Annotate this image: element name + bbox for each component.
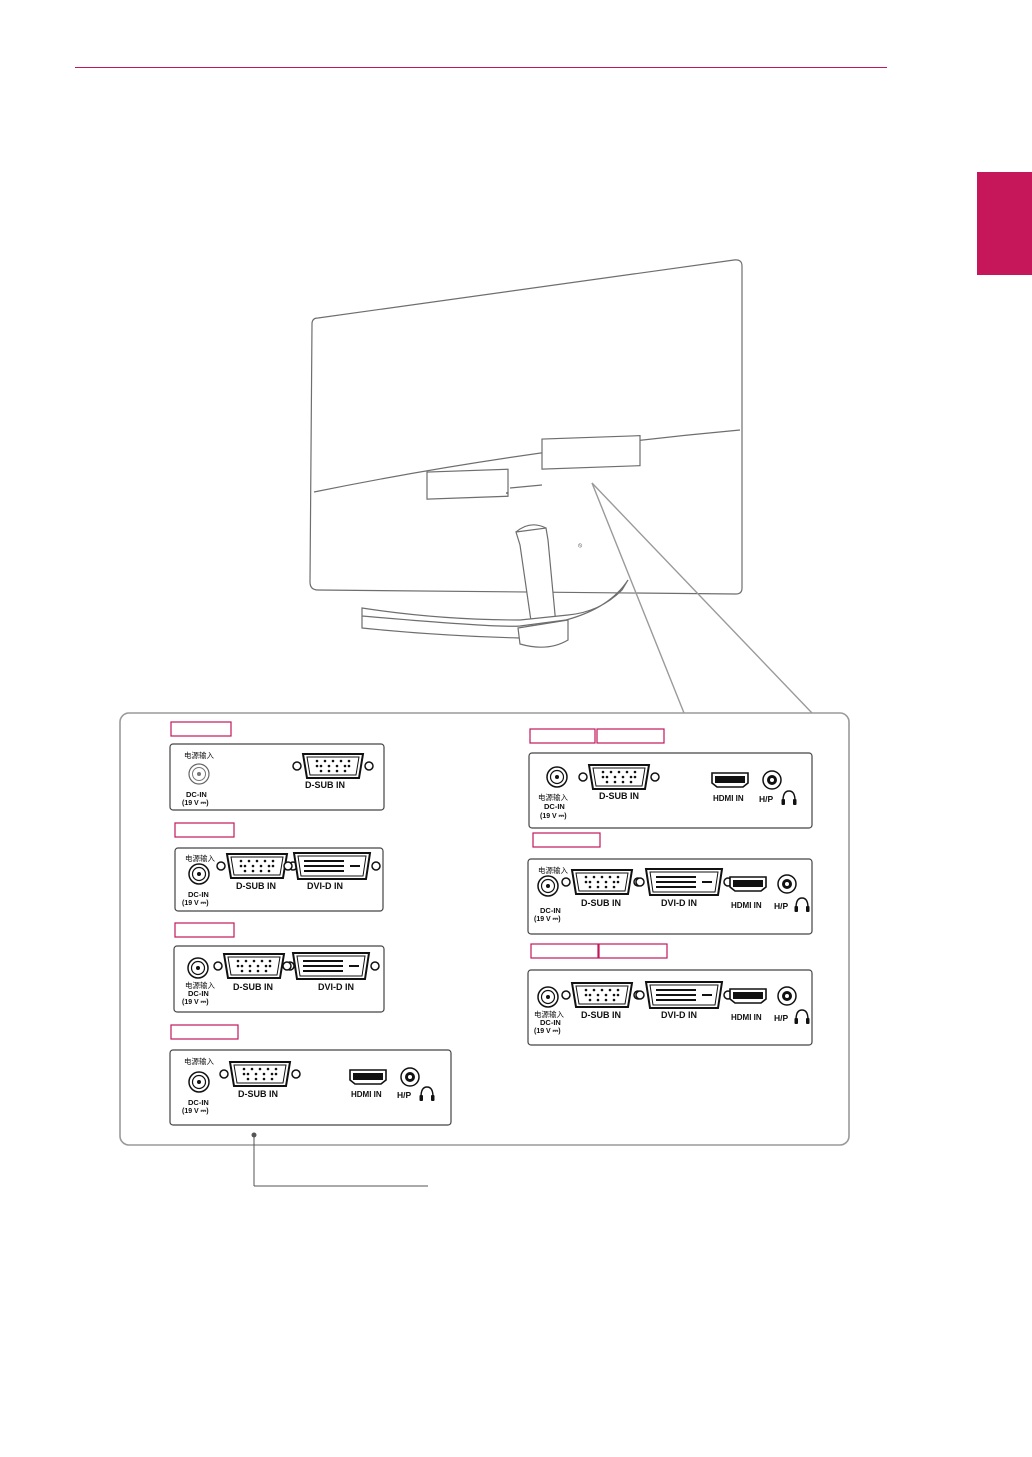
hdmi-connector-icon bbox=[711, 772, 749, 788]
dc-power-jack-icon bbox=[188, 863, 210, 885]
port-panel-2: 电源输入 DC-IN (19 V ⎓) D-SUB IN DVI-D IN bbox=[174, 847, 384, 912]
dc-in-label: DC-IN bbox=[186, 790, 207, 799]
audio-jack-icon bbox=[777, 986, 797, 1006]
dc-in-label: DC-IN bbox=[540, 906, 561, 915]
dsub-label: D-SUB IN bbox=[581, 1010, 621, 1020]
hp-label: H/P bbox=[774, 901, 789, 911]
audio-jack-icon bbox=[400, 1067, 420, 1087]
side-tab bbox=[977, 172, 1032, 275]
dsub-label: D-SUB IN bbox=[305, 780, 345, 790]
dc-power-jack-icon bbox=[537, 986, 559, 1008]
dsub-label: D-SUB IN bbox=[599, 791, 639, 801]
power-input-cn-label: 电源输入 bbox=[538, 865, 568, 875]
hdmi-connector-icon bbox=[729, 876, 767, 892]
hp-label: H/P bbox=[774, 1013, 789, 1023]
svg-text:⊘: ⊘ bbox=[578, 543, 584, 548]
model-label-boxes bbox=[170, 721, 668, 1040]
top-rule bbox=[75, 67, 887, 68]
dc-spec-label: (19 V ⎓) bbox=[182, 1108, 209, 1115]
callout-lines bbox=[591, 482, 813, 714]
dc-spec-label: (19 V ⎓) bbox=[534, 916, 561, 923]
power-input-cn-label: 电源输入 bbox=[184, 750, 214, 760]
port-panel-7: 电源输入 DC-IN (19 V ⎓) D-SUB IN DVI-D IN HD… bbox=[527, 969, 813, 1046]
power-input-cn-label: 电源输入 bbox=[185, 853, 215, 863]
port-panel-6: 电源输入 DC-IN (19 V ⎓) D-SUB IN DVI-D IN HD… bbox=[527, 858, 813, 935]
port-panel-3: 电源输入 DC-IN (19 V ⎓) D-SUB IN DVI-D IN bbox=[173, 945, 385, 1013]
dvi-connector-icon bbox=[635, 868, 733, 896]
dvi-connector-icon bbox=[282, 952, 380, 980]
dvi-connector-icon bbox=[283, 852, 381, 880]
dvid-label: DVI-D IN bbox=[661, 898, 697, 908]
dc-in-label: DC-IN bbox=[188, 989, 209, 998]
dvid-label: DVI-D IN bbox=[318, 982, 354, 992]
dc-in-label: DC-IN bbox=[540, 1018, 561, 1027]
hdmi-label: HDMI IN bbox=[731, 1013, 762, 1022]
power-input-cn-label: 电源输入 bbox=[534, 1009, 564, 1019]
hdmi-label: HDMI IN bbox=[731, 901, 762, 910]
dsub-label: D-SUB IN bbox=[233, 982, 273, 992]
dc-spec-label: (19 V ⎓) bbox=[540, 813, 567, 820]
dc-power-jack-icon bbox=[187, 957, 209, 979]
hp-label: H/P bbox=[759, 794, 774, 804]
dc-power-jack-icon bbox=[188, 1071, 210, 1093]
power-input-cn-label: 电源输入 bbox=[538, 792, 568, 802]
dc-spec-label: (19 V ⎓) bbox=[534, 1028, 561, 1035]
dc-spec-label: (19 V ⎓) bbox=[182, 999, 209, 1006]
power-input-cn-label: 电源输入 bbox=[185, 980, 215, 990]
hdmi-label: HDMI IN bbox=[351, 1090, 382, 1099]
power-input-cn-label: 电源输入 bbox=[184, 1056, 214, 1066]
monitor-rear-illustration: ⊘ bbox=[309, 259, 743, 648]
dc-spec-label: (19 V ⎓) bbox=[182, 900, 209, 907]
dc-power-jack-icon bbox=[546, 766, 568, 788]
port-panel-1: 电源输入 DC-IN (19 V ⎓) D-SUB IN bbox=[169, 743, 385, 811]
audio-jack-icon bbox=[762, 770, 782, 790]
dc-in-label: DC-IN bbox=[188, 890, 209, 899]
dvid-label: DVI-D IN bbox=[661, 1010, 697, 1020]
dc-in-label: DC-IN bbox=[544, 802, 565, 811]
dsub-label: D-SUB IN bbox=[236, 881, 276, 891]
dc-power-jack-icon bbox=[188, 763, 210, 785]
dc-spec-label: (19 V ⎓) bbox=[182, 800, 209, 807]
port-panel-5: 电源输入 DC-IN (19 V ⎓) D-SUB IN HDMI IN H/P bbox=[528, 752, 813, 829]
audio-jack-icon bbox=[777, 874, 797, 894]
dc-power-jack-icon bbox=[537, 875, 559, 897]
hdmi-connector-icon bbox=[349, 1069, 387, 1085]
dsub-label: D-SUB IN bbox=[238, 1089, 278, 1099]
hp-label: H/P bbox=[397, 1090, 412, 1100]
hdmi-label: HDMI IN bbox=[713, 794, 744, 803]
dc-in-label: DC-IN bbox=[188, 1098, 209, 1107]
panel-leader-line bbox=[251, 1132, 428, 1187]
dvi-connector-icon bbox=[635, 981, 733, 1009]
port-panel-4: 电源输入 DC-IN (19 V ⎓) D-SUB IN HDMI IN H/P bbox=[169, 1049, 452, 1126]
dsub-label: D-SUB IN bbox=[581, 898, 621, 908]
hdmi-connector-icon bbox=[729, 988, 767, 1004]
dvid-label: DVI-D IN bbox=[307, 881, 343, 891]
